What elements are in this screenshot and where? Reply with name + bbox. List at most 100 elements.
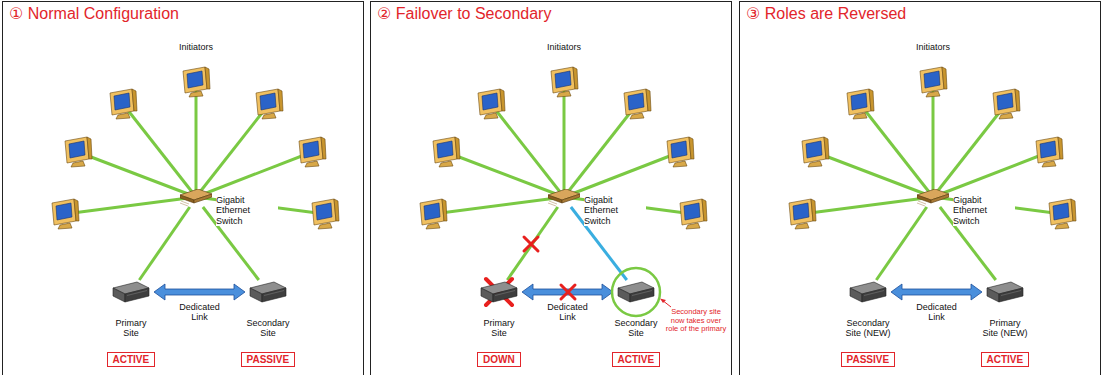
monitor-frame	[624, 89, 648, 115]
storage-icon	[479, 280, 519, 304]
storage-icon	[848, 280, 888, 304]
monitor-frame	[110, 89, 134, 115]
storage-highlight	[495, 291, 515, 296]
computer-icon	[183, 67, 210, 97]
monitor-base	[262, 113, 276, 119]
highlight-circle	[612, 268, 660, 316]
monitor-side	[132, 89, 137, 111]
switch-cables	[180, 201, 189, 206]
computer-icon	[624, 89, 651, 119]
switch-side	[931, 194, 949, 203]
panel-frame: ③ Roles are ReversedGigabit Ethernet Swi…	[739, 1, 1101, 375]
monitor-side	[824, 137, 829, 159]
storage-front	[113, 288, 125, 302]
computer-icon	[420, 199, 447, 229]
monitor-frame	[256, 89, 280, 115]
computer-icon	[1036, 137, 1063, 167]
switch-label: Gigabit Ethernet Switch	[953, 195, 1015, 226]
monitor-screen	[793, 203, 809, 220]
link-line	[507, 207, 557, 280]
status-box: DOWN	[477, 352, 521, 367]
panel-frame: ① Normal ConfigurationGigabit Ethernet S…	[2, 1, 364, 375]
link-line	[876, 207, 926, 280]
status-text: ACTIVE	[113, 354, 150, 365]
computer-icon	[256, 89, 283, 119]
storage-site: Secondary Site	[244, 280, 292, 339]
storage-front	[618, 288, 630, 302]
monitor-base	[318, 223, 332, 229]
storage-side	[262, 288, 286, 302]
storage-highlight	[864, 291, 884, 296]
link-arrow	[522, 284, 613, 300]
monitor-frame	[847, 89, 871, 115]
monitor-screen	[56, 203, 72, 220]
monitor-base	[926, 91, 940, 97]
computer-icon	[680, 199, 707, 229]
storage-side	[630, 288, 654, 302]
initiator-link	[433, 197, 564, 214]
switch-node: Gigabit Ethernet Switch	[180, 189, 280, 223]
monitor-base	[853, 113, 867, 119]
computer-icon	[312, 199, 339, 229]
panel-title: ③ Roles are Reversed	[746, 4, 906, 23]
computer-icon	[993, 89, 1020, 119]
monitor-side	[205, 67, 210, 89]
storage-front	[250, 288, 262, 302]
monitor-frame	[1036, 137, 1060, 163]
callout-note: Secondary site now takes over role of th…	[664, 308, 728, 334]
monitor-screen	[303, 141, 319, 158]
storage-side	[862, 288, 886, 302]
switch-cables	[548, 201, 557, 206]
monitor-frame	[802, 137, 826, 163]
computer-icon	[920, 67, 947, 97]
status-box: PASSIVE	[241, 352, 296, 367]
status-box: ACTIVE	[981, 352, 1030, 367]
edge-label: Dedicated Link	[914, 302, 960, 323]
storage-highlight	[127, 291, 147, 296]
initiator-link	[491, 104, 564, 197]
site-label: Secondary Site	[612, 318, 660, 339]
monitor-screen	[1040, 141, 1056, 158]
network-illustration	[740, 2, 1102, 375]
monitor-screen	[628, 93, 644, 110]
monitor-frame	[680, 199, 704, 225]
switch-node: Gigabit Ethernet Switch	[548, 189, 648, 223]
switch-label: Gigabit Ethernet Switch	[216, 195, 278, 226]
monitor-side	[1071, 199, 1076, 221]
monitor-screen	[316, 203, 332, 220]
switch-label: Gigabit Ethernet Switch	[584, 195, 646, 226]
initiator-link	[564, 152, 680, 197]
monitor-side	[573, 67, 578, 89]
panel-title: ② Failover to Secondary	[377, 4, 551, 23]
storage-site: Secondary Site (NEW)	[844, 280, 892, 339]
computer-icon	[667, 137, 694, 167]
status-box: ACTIVE	[612, 352, 661, 367]
monitor-frame	[420, 199, 444, 225]
monitor-base	[426, 223, 440, 229]
computer-icon	[1049, 199, 1076, 229]
monitor-frame	[920, 67, 944, 93]
monitor-base	[189, 91, 203, 97]
computer-icon	[802, 137, 829, 167]
monitor-side	[87, 137, 92, 159]
monitor-frame	[433, 137, 457, 163]
monitor-frame	[478, 89, 502, 115]
storage-highlight	[632, 291, 652, 296]
initiator-link	[563, 82, 566, 197]
switch-icon	[917, 189, 949, 207]
monitor-side	[1058, 137, 1063, 159]
monitor-screen	[555, 71, 571, 88]
monitor-base	[557, 91, 571, 97]
initiator-link	[65, 197, 196, 214]
monitor-screen	[114, 93, 130, 110]
switch-side	[194, 194, 212, 203]
monitor-screen	[482, 93, 498, 110]
edge-label: Dedicated Link	[545, 302, 591, 323]
initiator-link	[932, 82, 935, 197]
monitor-base	[795, 223, 809, 229]
monitor-side	[1015, 89, 1020, 111]
monitor-base	[439, 161, 453, 167]
switch-cables	[917, 201, 926, 206]
initiator-link	[196, 152, 312, 197]
switch-icon	[548, 189, 580, 207]
